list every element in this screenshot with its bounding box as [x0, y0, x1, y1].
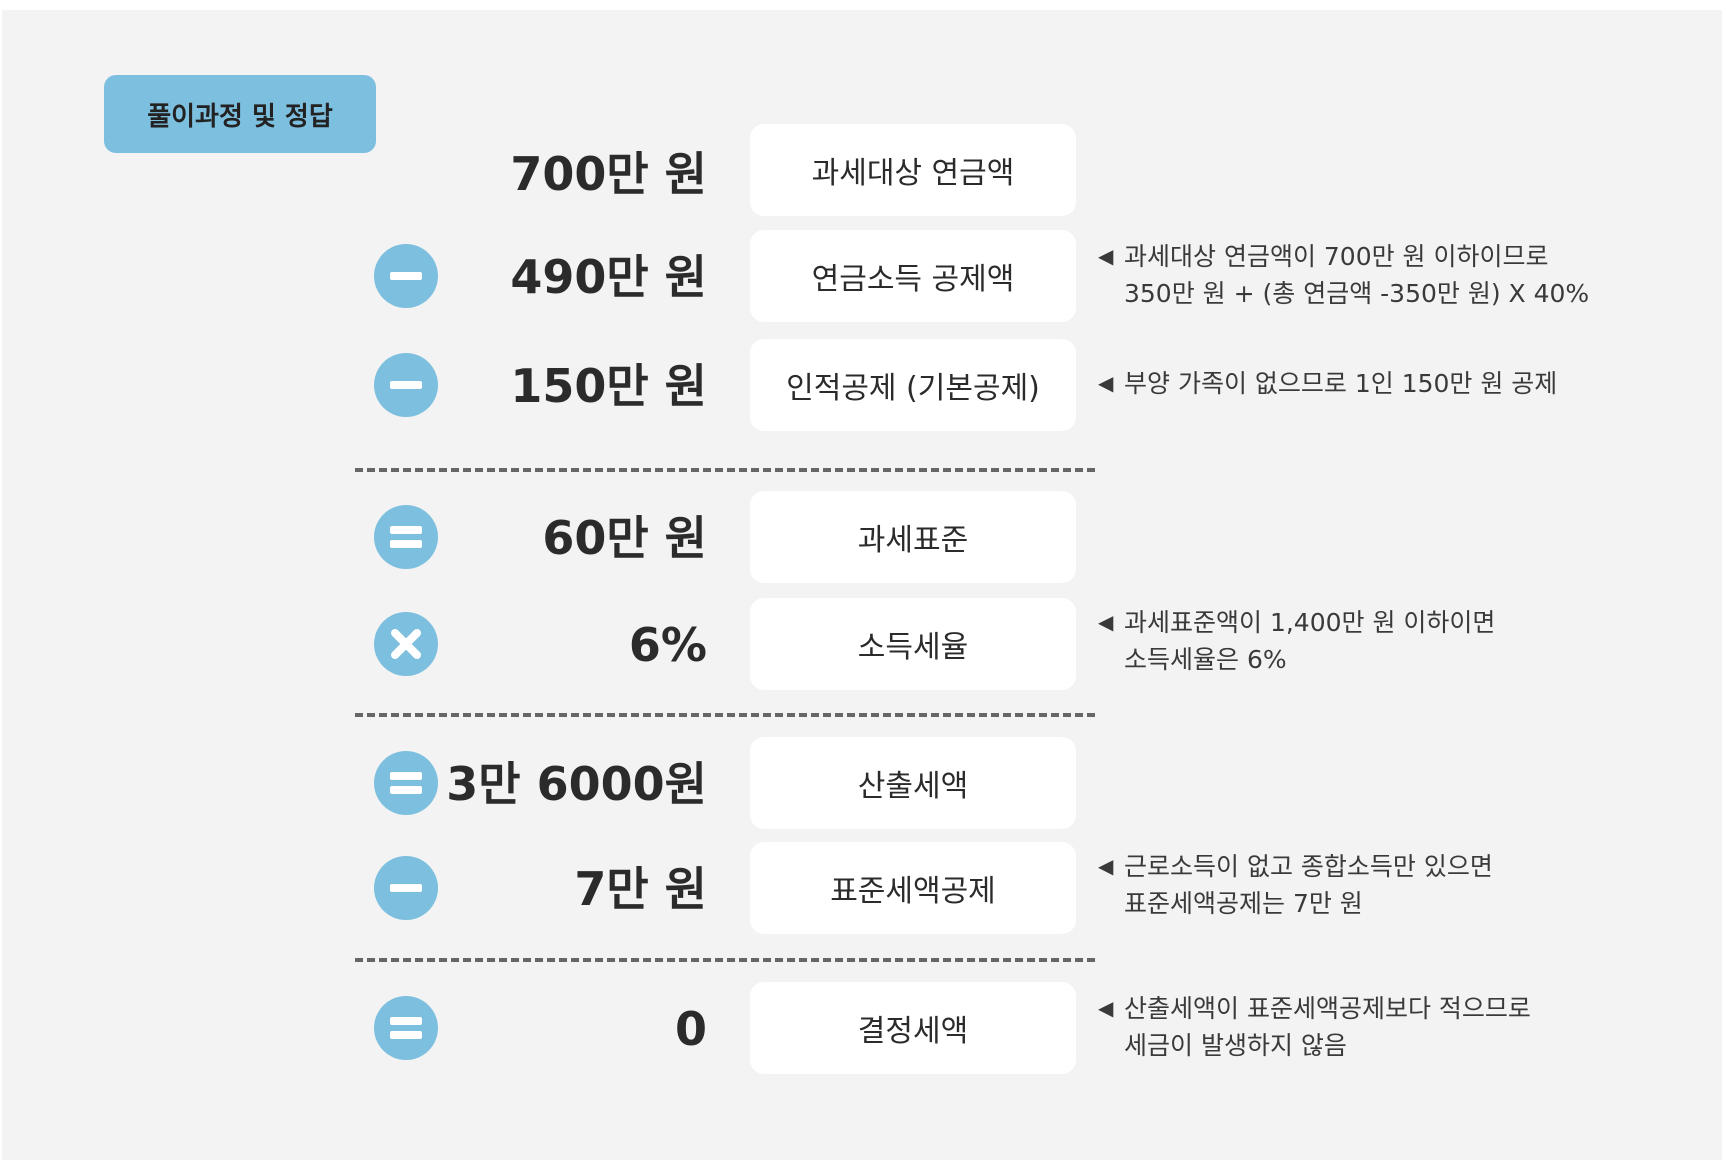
- amount-value: 3만 6000원: [446, 757, 707, 811]
- explanation-note: ◀과세대상 연금액이 700만 원 이하이므로 350만 원 + (총 연금액 …: [1098, 238, 1589, 312]
- label-box: 산출세액: [750, 737, 1076, 829]
- amount-value: 700만 원: [510, 147, 707, 201]
- amount-value: 150만 원: [510, 359, 707, 413]
- label-box: 과세표준: [750, 491, 1076, 583]
- section-divider: [355, 468, 1095, 472]
- left-arrow-icon: ◀: [1098, 610, 1114, 634]
- left-arrow-icon: ◀: [1098, 996, 1114, 1020]
- label-box: 과세대상 연금액: [750, 124, 1076, 216]
- minus-icon: [374, 244, 438, 308]
- amount-value: 6%: [628, 618, 707, 672]
- minus-icon: [374, 856, 438, 920]
- label-box: 결정세액: [750, 982, 1076, 1074]
- left-arrow-icon: ◀: [1098, 371, 1114, 395]
- explanation-note: ◀산출세액이 표준세액공제보다 적으므로 세금이 발생하지 않음: [1098, 990, 1531, 1064]
- equals-icon: [374, 996, 438, 1060]
- explanation-note: ◀과세표준액이 1,400만 원 이하이면 소득세율은 6%: [1098, 604, 1495, 678]
- amount-value: 60만 원: [542, 511, 707, 565]
- equals-icon: [374, 505, 438, 569]
- explanation-note: ◀부양 가족이 없으므로 1인 150만 원 공제: [1098, 365, 1557, 402]
- left-arrow-icon: ◀: [1098, 854, 1114, 878]
- times-icon: [374, 612, 438, 676]
- minus-icon: [374, 353, 438, 417]
- left-arrow-icon: ◀: [1098, 244, 1114, 268]
- equals-icon: [374, 751, 438, 815]
- label-box: 소득세율: [750, 598, 1076, 690]
- amount-value: 0: [674, 1002, 707, 1056]
- label-box: 인적공제 (기본공제): [750, 339, 1076, 431]
- label-box: 연금소득 공제액: [750, 230, 1076, 322]
- amount-value: 490만 원: [510, 250, 707, 304]
- section-divider: [355, 958, 1095, 962]
- amount-value: 7만 원: [574, 862, 707, 916]
- label-box: 표준세액공제: [750, 842, 1076, 934]
- explanation-note: ◀근로소득이 없고 종합소득만 있으면 표준세액공제는 7만 원: [1098, 848, 1493, 922]
- solution-title-badge: 풀이과정 및 정답: [104, 75, 376, 153]
- section-divider: [355, 713, 1095, 717]
